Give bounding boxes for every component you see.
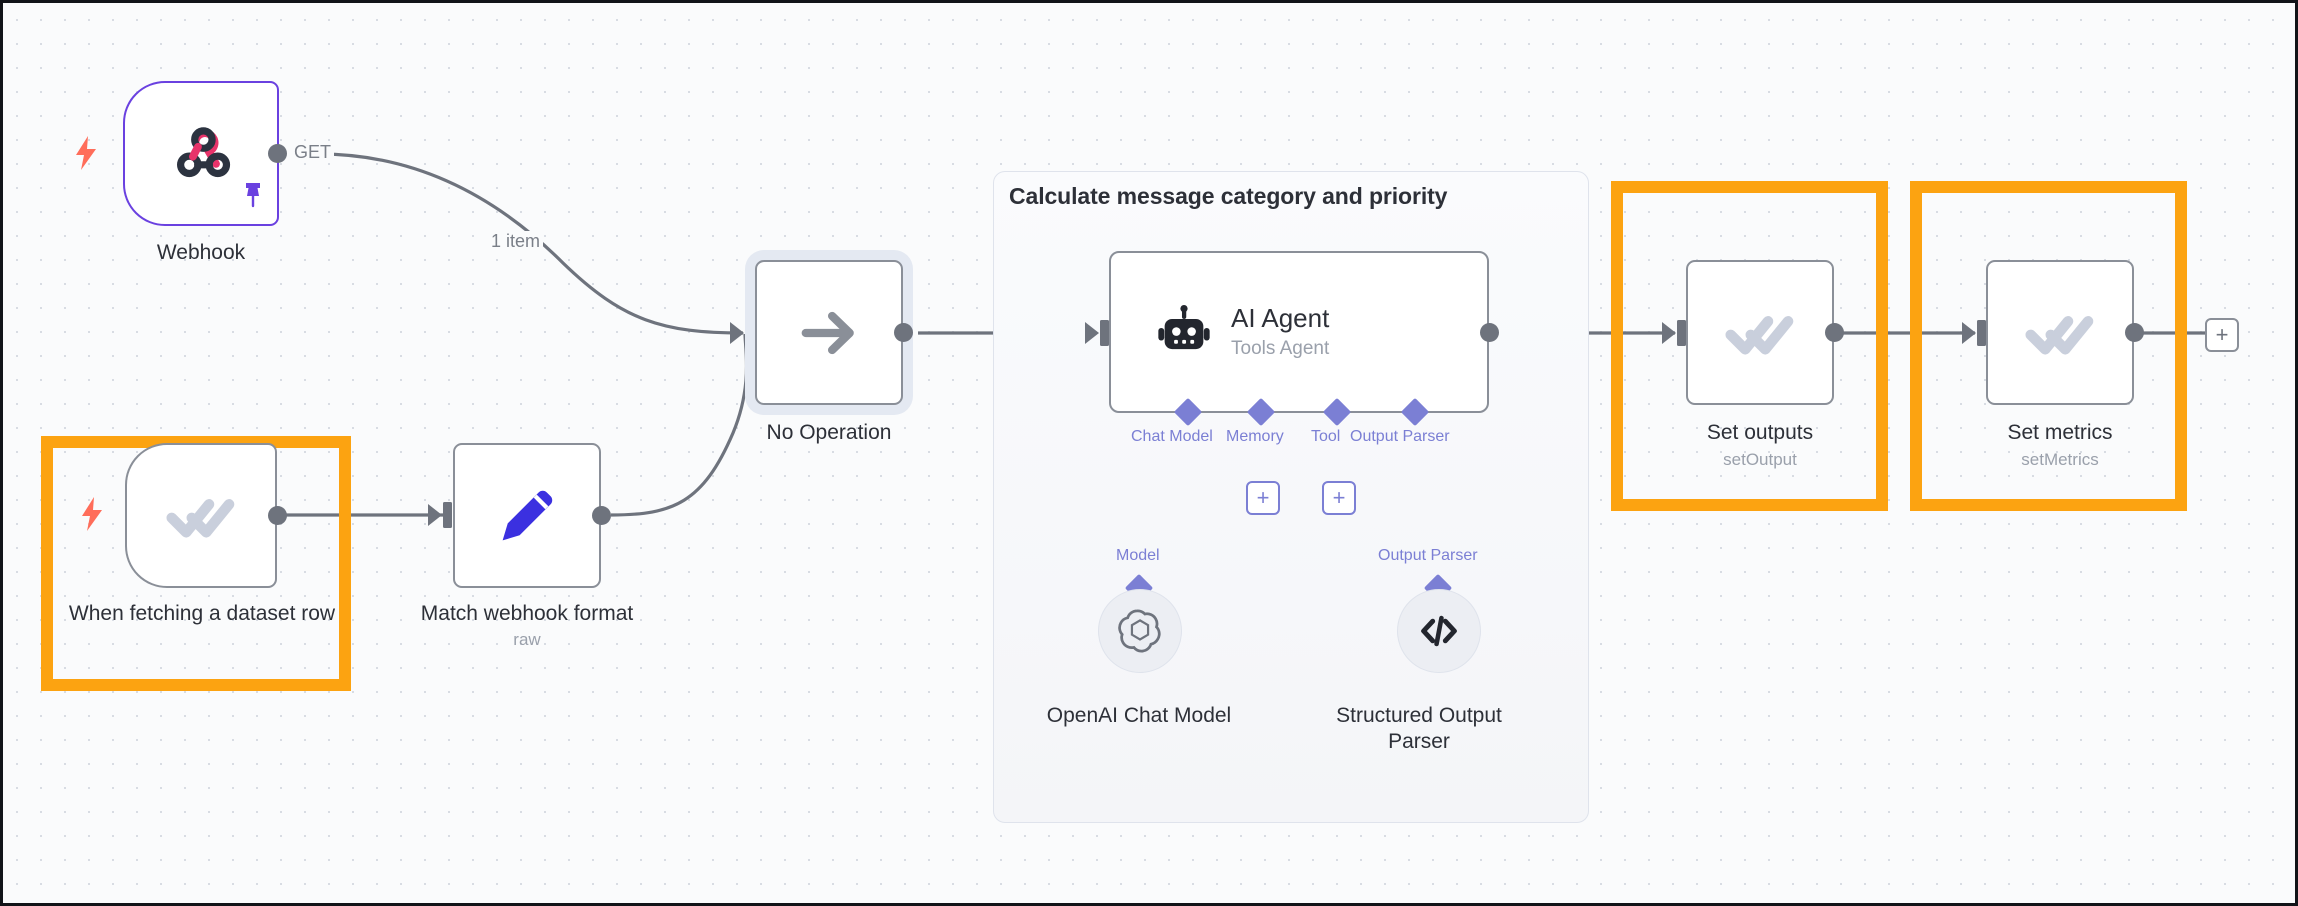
- input-arrow-ai-agent: [1085, 322, 1099, 344]
- node-match-webhook-format[interactable]: [453, 443, 601, 588]
- node-label-webhook: Webhook: [156, 241, 246, 264]
- input-arrow-set-outputs: [1662, 322, 1676, 344]
- output-dot-set-outputs[interactable]: [1825, 323, 1844, 342]
- input-stub-ai-agent[interactable]: [1100, 320, 1109, 346]
- node-label-match-webhook-format: Match webhook format: [420, 602, 634, 625]
- highlight-box-when-fetching-dataset-row: [41, 436, 351, 691]
- node-webhook[interactable]: [123, 81, 279, 226]
- edge-match-to-noop: [610, 333, 749, 517]
- code-brackets-icon: [1421, 615, 1457, 647]
- output-dot-match-webhook-format[interactable]: [592, 506, 611, 525]
- highlight-box-set-outputs: [1611, 181, 1888, 511]
- input-stub-set-outputs[interactable]: [1677, 320, 1686, 346]
- node-sublabel-match-webhook-format: raw: [513, 630, 541, 649]
- input-stub-match-webhook-format[interactable]: [443, 502, 452, 528]
- add-tool-button[interactable]: +: [1322, 481, 1356, 515]
- node-label-set-metrics: Set metrics: [2007, 421, 2113, 444]
- input-stub-no-operation[interactable]: [745, 320, 754, 346]
- port-label-output-parser: Output Parser: [1350, 428, 1450, 445]
- openai-icon: [1118, 609, 1161, 653]
- node-label-openai-chat-model: OpenAI Chat Model: [1046, 704, 1232, 727]
- add-memory-button[interactable]: +: [1246, 481, 1280, 515]
- edge-label-1-item: 1 item: [488, 231, 544, 252]
- node-when-fetching-a-dataset-row[interactable]: [125, 443, 277, 588]
- input-arrow-match-webhook-format: [428, 504, 442, 526]
- output-dot-when-fetching-a-dataset-row[interactable]: [268, 506, 287, 525]
- node-structured-output-parser[interactable]: [1397, 589, 1481, 673]
- node-label-structured-output-parser: Structured Output Parser: [1336, 704, 1502, 753]
- group-title: Calculate message category and priority: [1009, 183, 1448, 209]
- sub-connection-label-output-parser: Output Parser: [1378, 547, 1478, 564]
- add-next-node-button[interactable]: +: [2205, 318, 2239, 352]
- node-openai-chat-model[interactable]: [1098, 589, 1182, 673]
- input-arrow-no-operation: [730, 322, 744, 344]
- double-check-icon: [2025, 315, 2094, 355]
- double-check-icon: [1725, 315, 1794, 355]
- output-dot-no-operation[interactable]: [894, 323, 913, 342]
- robot-icon: [1158, 305, 1210, 350]
- double-check-icon: [166, 498, 235, 538]
- node-sublabel-set-metrics: setMetrics: [2021, 450, 2099, 469]
- node-no-operation[interactable]: [755, 260, 903, 405]
- node-set-outputs[interactable]: [1686, 260, 1834, 405]
- edge-webhook-to-noop: [318, 152, 744, 335]
- node-sublabel-ai-agent: Tools Agent: [1231, 337, 1330, 359]
- input-arrow-set-metrics: [1962, 322, 1976, 344]
- port-label-memory: Memory: [1226, 428, 1284, 445]
- pin-icon-webhook[interactable]: [240, 181, 266, 209]
- input-stub-set-metrics[interactable]: [1977, 320, 1986, 346]
- trigger-bolt-icon-webhook: [73, 136, 99, 170]
- node-sublabel-set-outputs: setOutput: [1723, 450, 1797, 469]
- node-label-when-fetching-a-dataset-row: When fetching a dataset row: [68, 602, 336, 625]
- node-set-metrics[interactable]: [1986, 260, 2134, 405]
- node-label-ai-agent: AI Agent: [1231, 302, 1330, 333]
- output-dot-set-metrics[interactable]: [2125, 323, 2144, 342]
- webhook-icon: [177, 126, 231, 177]
- sub-connection-label-model: Model: [1116, 547, 1160, 564]
- output-dot-ai-agent[interactable]: [1480, 323, 1499, 342]
- arrow-right-icon: [801, 311, 854, 354]
- output-dot-webhook[interactable]: [268, 144, 287, 163]
- node-ai-agent[interactable]: AI Agent Tools Agent: [1109, 251, 1489, 413]
- port-label-tool: Tool: [1311, 428, 1341, 445]
- pencil-icon: [502, 490, 553, 540]
- node-label-no-operation: No Operation: [766, 421, 892, 444]
- highlight-box-set-metrics: [1910, 181, 2187, 511]
- trigger-bolt-icon-when-fetching-dataset-row: [79, 497, 105, 531]
- port-label-chat-model: Chat Model: [1131, 428, 1213, 445]
- edge-label-get: GET: [291, 142, 335, 163]
- node-label-set-outputs: Set outputs: [1706, 421, 1814, 444]
